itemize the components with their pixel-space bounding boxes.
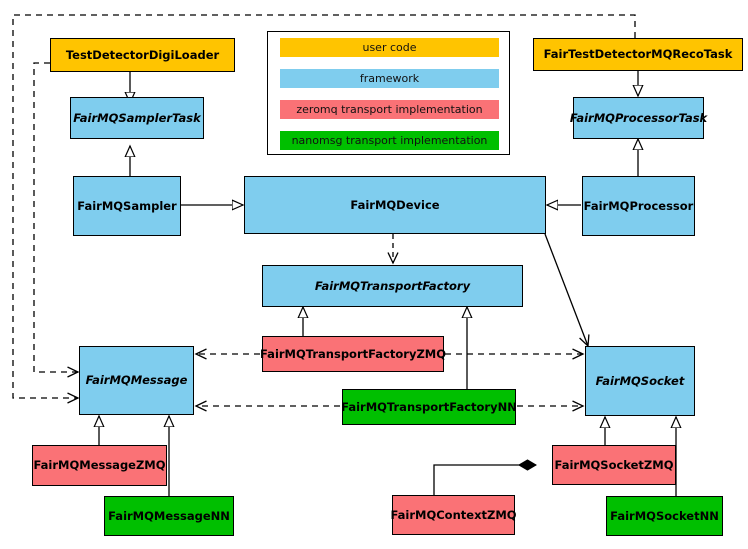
- legend-item-framework: framework: [280, 69, 499, 88]
- node-fairmq-socket-zmq[interactable]: FairMQSocketZMQ: [552, 445, 676, 485]
- edge-device-to-socket: [544, 233, 588, 346]
- legend-item-zeromq: zeromq transport implementation: [280, 100, 499, 119]
- legend-panel: user code framework zeromq transport imp…: [267, 31, 510, 155]
- node-fairmq-message-nn[interactable]: FairMQMessageNN: [104, 496, 234, 536]
- node-fairmq-message-zmq[interactable]: FairMQMessageZMQ: [32, 445, 167, 486]
- node-fairmq-sampler[interactable]: FairMQSampler: [73, 176, 181, 236]
- node-fairmq-context-zmq[interactable]: FairMQContextZMQ: [390, 495, 517, 535]
- node-fairmq-device[interactable]: FairMQDevice: [244, 176, 546, 234]
- legend-item-user-code: user code: [280, 38, 499, 57]
- node-test-detector-digi-loader[interactable]: TestDetectorDigiLoader: [50, 38, 235, 72]
- legend-item-nanomsg: nanomsg transport implementation: [280, 131, 499, 150]
- node-fairmq-processor[interactable]: FairMQProcessor: [582, 176, 695, 236]
- node-fairmq-message[interactable]: FairMQMessage: [79, 346, 194, 415]
- node-fair-test-detector-mq-reco-task[interactable]: FairTestDetectorMQRecoTask: [533, 38, 743, 71]
- node-fairmq-sampler-task[interactable]: FairMQSamplerTask: [70, 97, 204, 139]
- node-fairmq-transport-factory[interactable]: FairMQTransportFactory: [262, 265, 523, 307]
- edge-contextzmq-to-socketzmq: [433, 465, 536, 495]
- node-fairmq-socket-nn[interactable]: FairMQSocketNN: [606, 496, 723, 536]
- node-fairmq-processor-task[interactable]: FairMQProcessorTask: [570, 97, 707, 139]
- node-fairmq-socket[interactable]: FairMQSocket: [585, 346, 695, 416]
- node-fairmq-transport-factory-zmq[interactable]: FairMQTransportFactoryZMQ: [260, 336, 446, 372]
- node-fairmq-transport-factory-nn[interactable]: FairMQTransportFactoryNN: [341, 389, 517, 425]
